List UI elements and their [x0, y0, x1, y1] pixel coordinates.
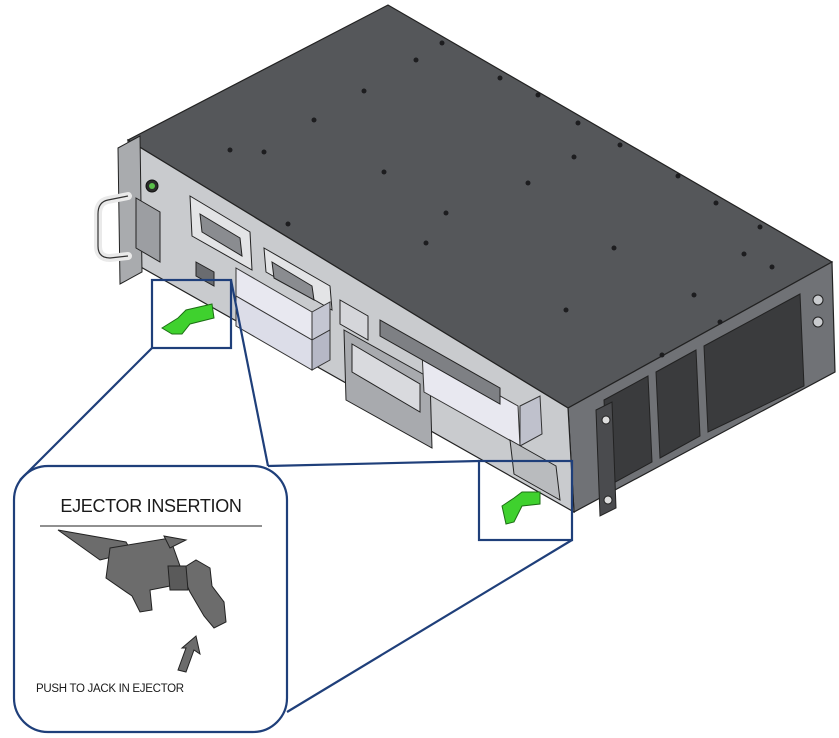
front-modules: [135, 179, 561, 501]
leader-lines: [19, 279, 573, 713]
detail-box-right: [477, 459, 574, 542]
callout-caption: PUSH TO JACK IN EJECTOR: [36, 683, 184, 695]
chassis: [94, 4, 836, 517]
detail-box-left: [150, 278, 233, 350]
green-arrow-icon: [501, 491, 541, 525]
vent-panels: [603, 293, 805, 487]
ejector-illustration: [57, 529, 227, 629]
green-arrow-icon: [161, 303, 215, 335]
push-arrow-icon: [177, 635, 201, 673]
right-rack-ear: [595, 401, 617, 517]
callout-title: EJECTOR INSERTION: [60, 496, 242, 516]
top-screws: [227, 40, 775, 358]
